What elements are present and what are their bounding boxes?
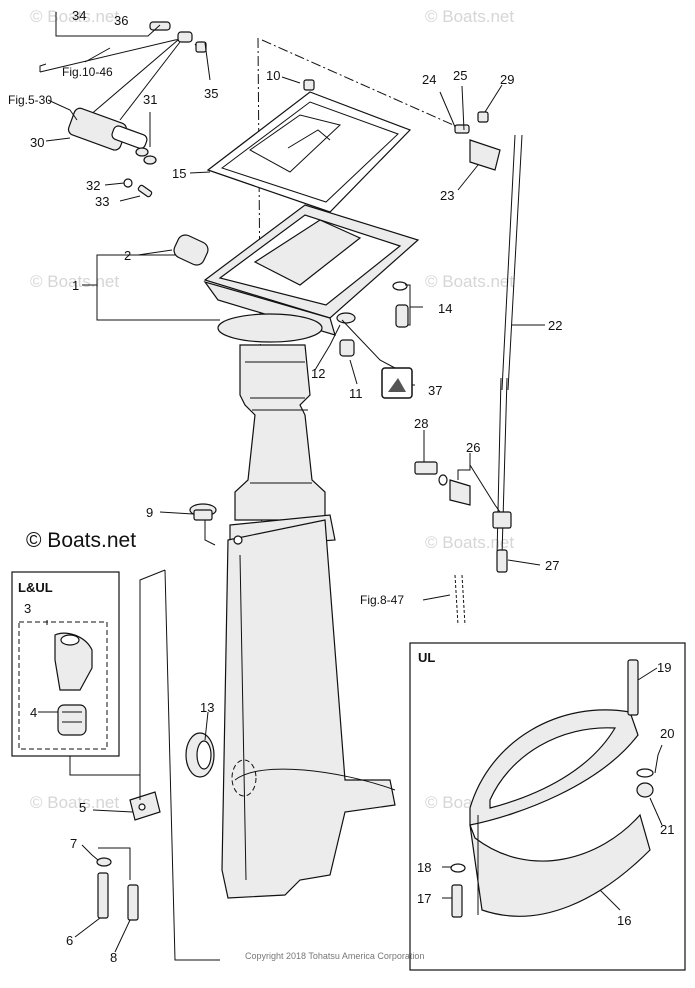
callout-31: 31 (143, 92, 157, 107)
callout-14: 14 (438, 301, 452, 316)
plug-9 (189, 503, 217, 521)
upper-mount-plate (173, 204, 420, 343)
grommet-13 (185, 732, 215, 778)
watermark: © Boats.net (30, 7, 119, 26)
shift-rod-assembly (39, 21, 207, 198)
callout-23: 23 (440, 188, 454, 203)
callout-36: 36 (114, 13, 128, 28)
callout-22: 22 (548, 318, 562, 333)
callout-10: 10 (266, 68, 280, 83)
callout-2: 2 (124, 248, 131, 263)
warning-label-37 (381, 367, 413, 399)
callout-8: 8 (110, 950, 117, 965)
small-hardware (303, 79, 409, 357)
callout-37: 37 (428, 383, 442, 398)
callout-20: 20 (660, 726, 674, 741)
callout-26: 26 (466, 440, 480, 455)
callouts: 34 36 35 31 30 32 33 10 15 2 1 24 25 29 … (24, 8, 674, 965)
callout-25: 25 (453, 68, 467, 83)
copyright-footer: Copyright 2018 Tohatsu America Corporati… (245, 951, 424, 961)
ul-inset: UL (409, 642, 686, 971)
ul-box-title: UL (418, 650, 435, 665)
callout-12: 12 (311, 366, 325, 381)
callout-17: 17 (417, 891, 431, 906)
ref-fig-5-30: Fig.5-30 (8, 93, 52, 107)
callout-19: 19 (657, 660, 671, 675)
callout-7: 7 (70, 836, 77, 851)
callout-35: 35 (204, 86, 218, 101)
callout-24: 24 (422, 72, 436, 87)
lul-box-title: L&UL (18, 580, 53, 595)
callout-16: 16 (617, 913, 631, 928)
callout-3: 3 (24, 601, 31, 616)
callout-29: 29 (500, 72, 514, 87)
callout-34: 34 (72, 8, 86, 23)
callout-30: 30 (30, 135, 44, 150)
extension-case (221, 519, 396, 899)
shift-cable (414, 111, 523, 573)
watermark: © Boats.net (425, 7, 514, 26)
watermark: © Boats.net (425, 533, 514, 552)
callout-6: 6 (66, 933, 73, 948)
ref-fig-10-46: Fig.10-46 (62, 65, 113, 79)
callout-33: 33 (95, 194, 109, 209)
callout-15: 15 (172, 166, 186, 181)
lul-inset: L&UL (11, 571, 120, 757)
watermark: © Boats.net (425, 272, 514, 291)
gasket-15 (206, 91, 412, 213)
callout-5: 5 (79, 800, 86, 815)
leader-lines (38, 12, 663, 953)
callout-21: 21 (660, 822, 674, 837)
callout-9: 9 (146, 505, 153, 520)
callout-18: 18 (417, 860, 431, 875)
callout-28: 28 (414, 416, 428, 431)
watermark: © Boats.net (30, 793, 119, 812)
callout-13: 13 (200, 700, 214, 715)
callout-4: 4 (30, 705, 37, 720)
callout-11: 11 (349, 386, 363, 401)
watermarks: © Boats.net © Boats.net © Boats.net © Bo… (30, 7, 514, 812)
ref-fig-8-47: Fig.8-47 (360, 593, 404, 607)
callout-1: 1 (72, 278, 79, 293)
bracket-and-bolts (69, 756, 161, 921)
copyright-main: © Boats.net (26, 529, 136, 552)
figure-references: Fig.10-46 Fig.5-30 Fig.8-47 (8, 65, 404, 607)
callout-32: 32 (86, 178, 100, 193)
callout-27: 27 (545, 558, 559, 573)
